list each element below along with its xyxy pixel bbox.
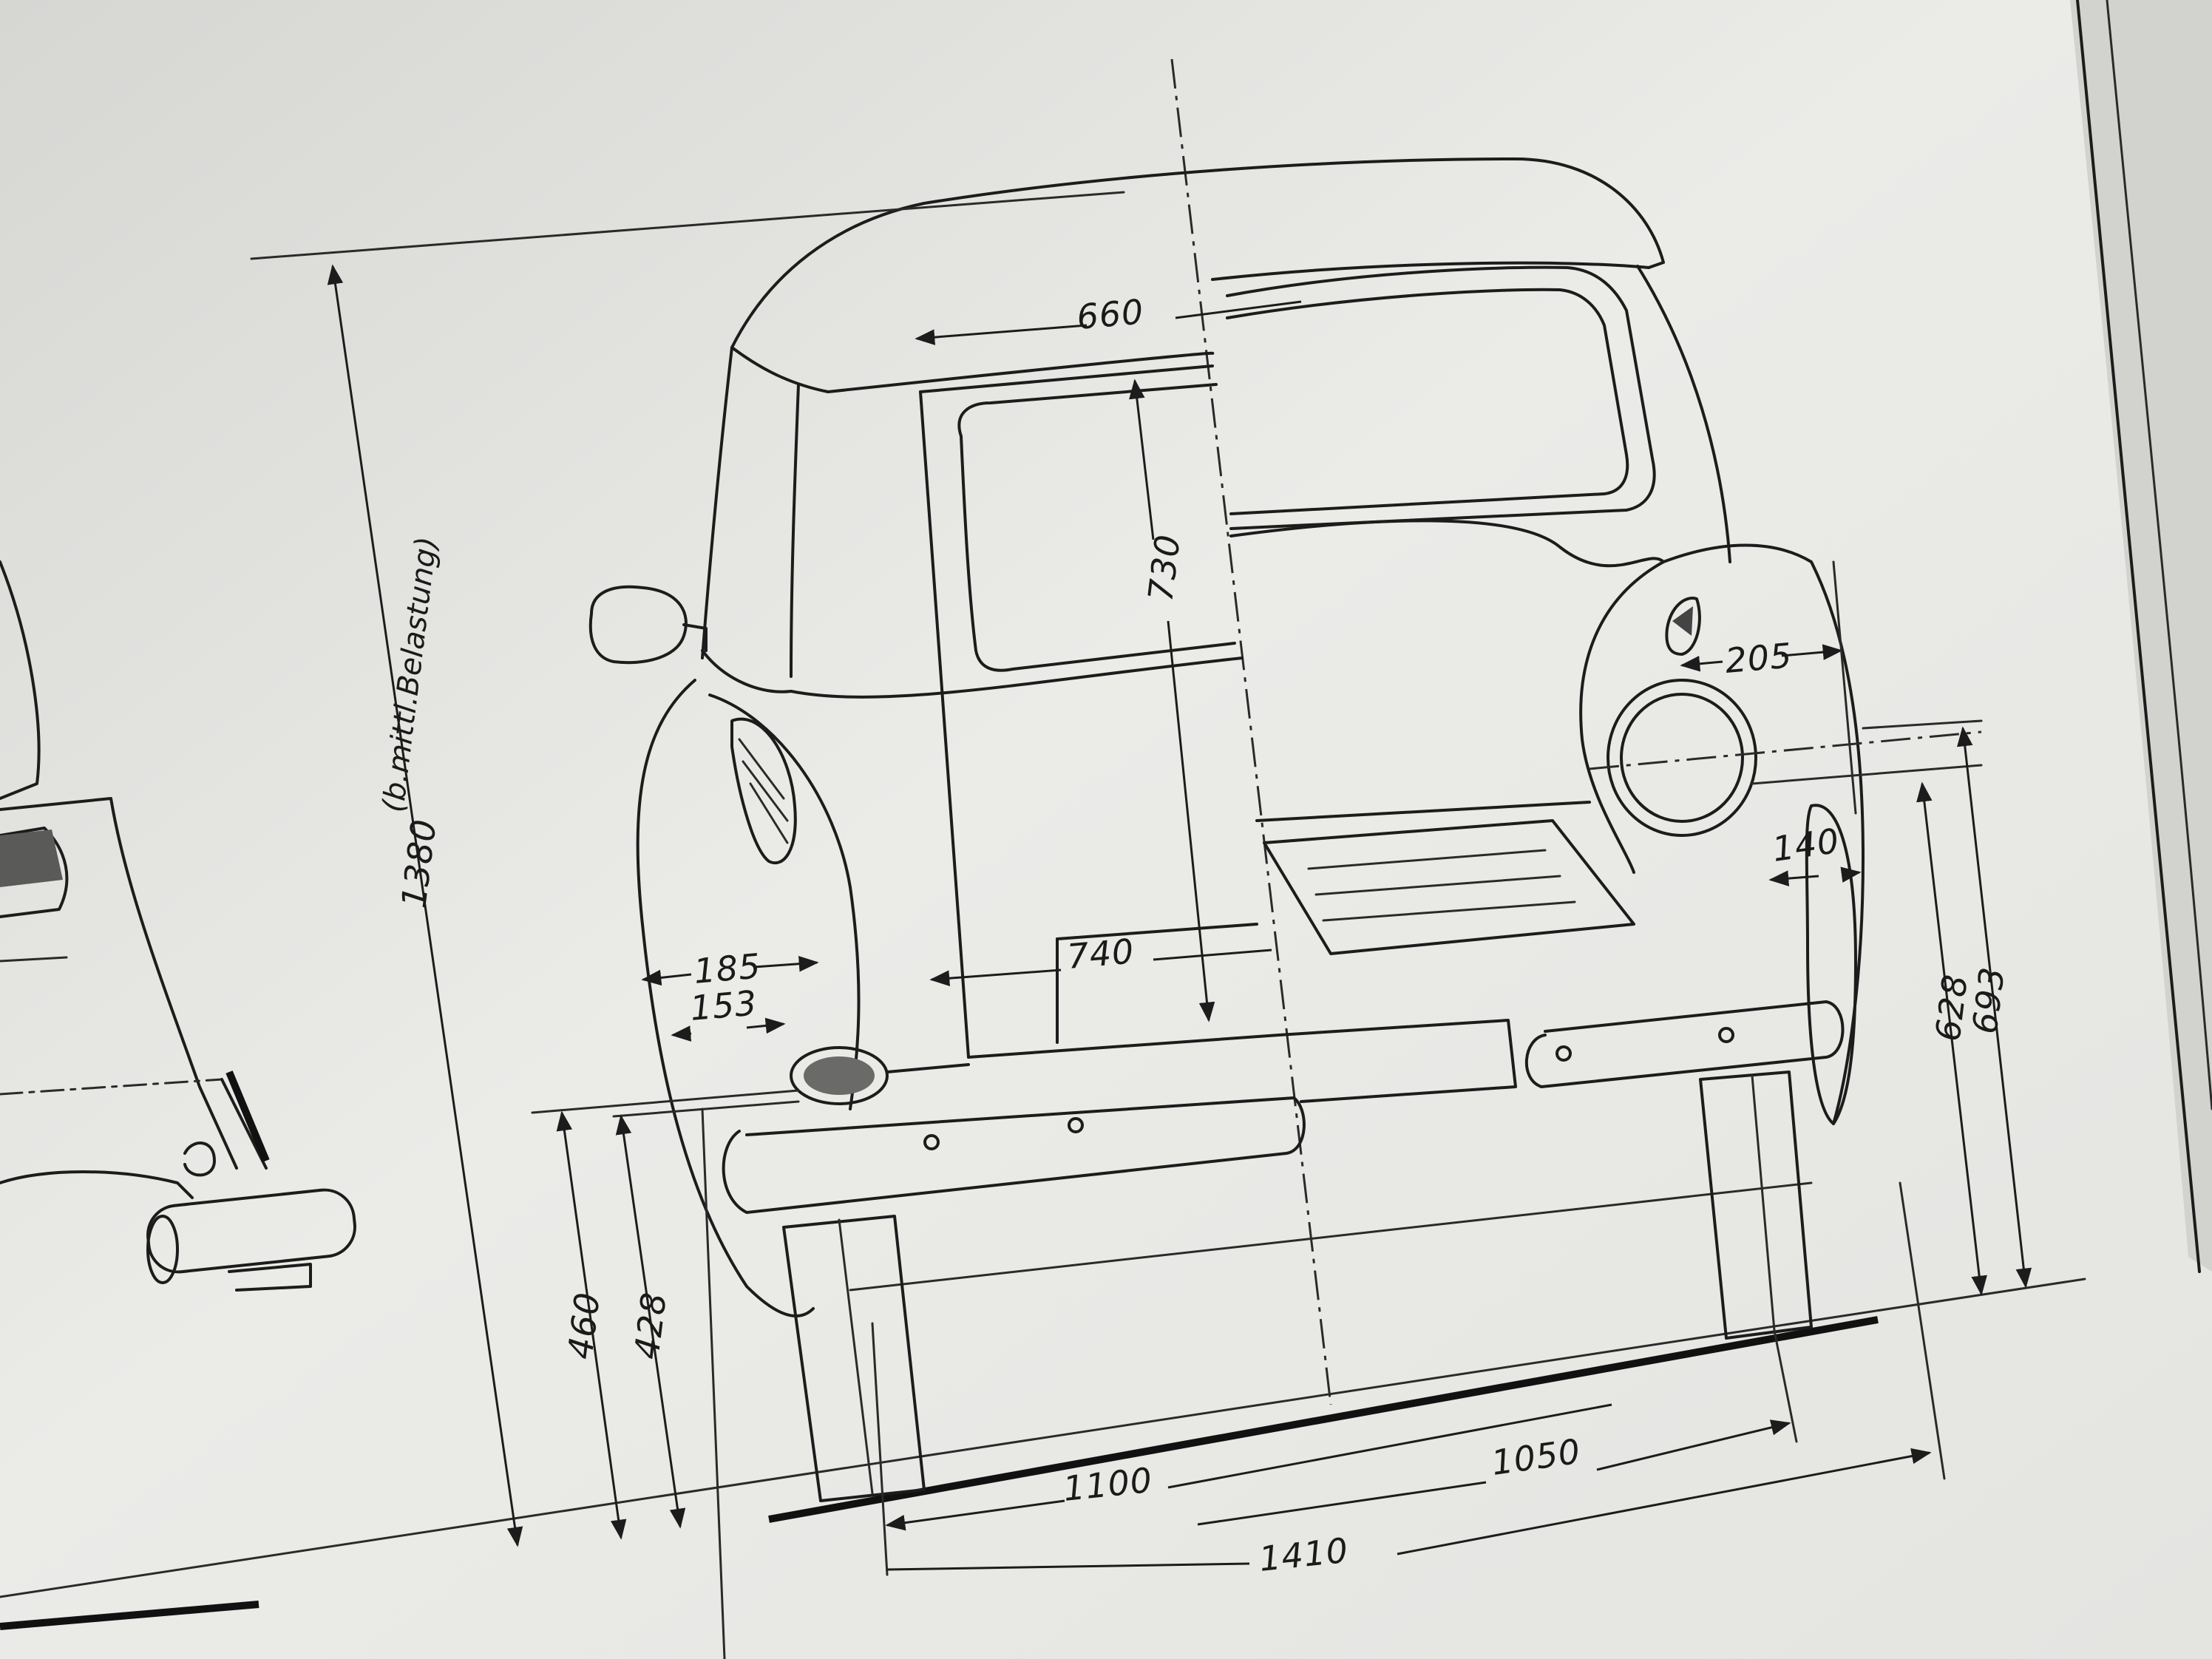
dim-width-1410: 1410 [1258,1530,1351,1579]
vehicle-centerline [1170,58,1332,1405]
dim-fender-153: 153 [688,983,759,1028]
dim-fender-185: 185 [692,946,762,991]
dim-rear-628: 628 [1927,972,1975,1044]
dim-side-140: 140 [1770,821,1842,869]
dim-track-1100: 1100 [1062,1460,1155,1509]
left-partial-view [0,560,356,1630]
page-border-line [2076,0,2201,1273]
page-border-line-outer [2106,0,2212,1110]
headlight-lens [1620,693,1744,823]
ground-contact-line [768,1316,1879,1523]
vehicle-body [588,157,1865,1502]
page-curl-shadow [2070,0,2212,1272]
left-wheel [782,1215,926,1502]
right-wheel [1699,1071,1813,1340]
dim-bumper-428: 428 [626,1290,674,1362]
headlight-ring [1607,679,1757,837]
dim-rear-693: 693 [1964,965,2012,1037]
dim-window-height: 730 [1140,532,1188,604]
dim-roof-width: 660 [1075,291,1145,337]
dim-bumper-460: 460 [560,1290,608,1362]
dim-headlight-205: 205 [1723,635,1794,681]
dimension-labels: 1380 (b.mittl.Belastung) 660 730 740 185… [376,291,2012,1579]
dimension-lines [250,191,2032,1659]
dim-inner-width: 740 [1065,931,1136,977]
